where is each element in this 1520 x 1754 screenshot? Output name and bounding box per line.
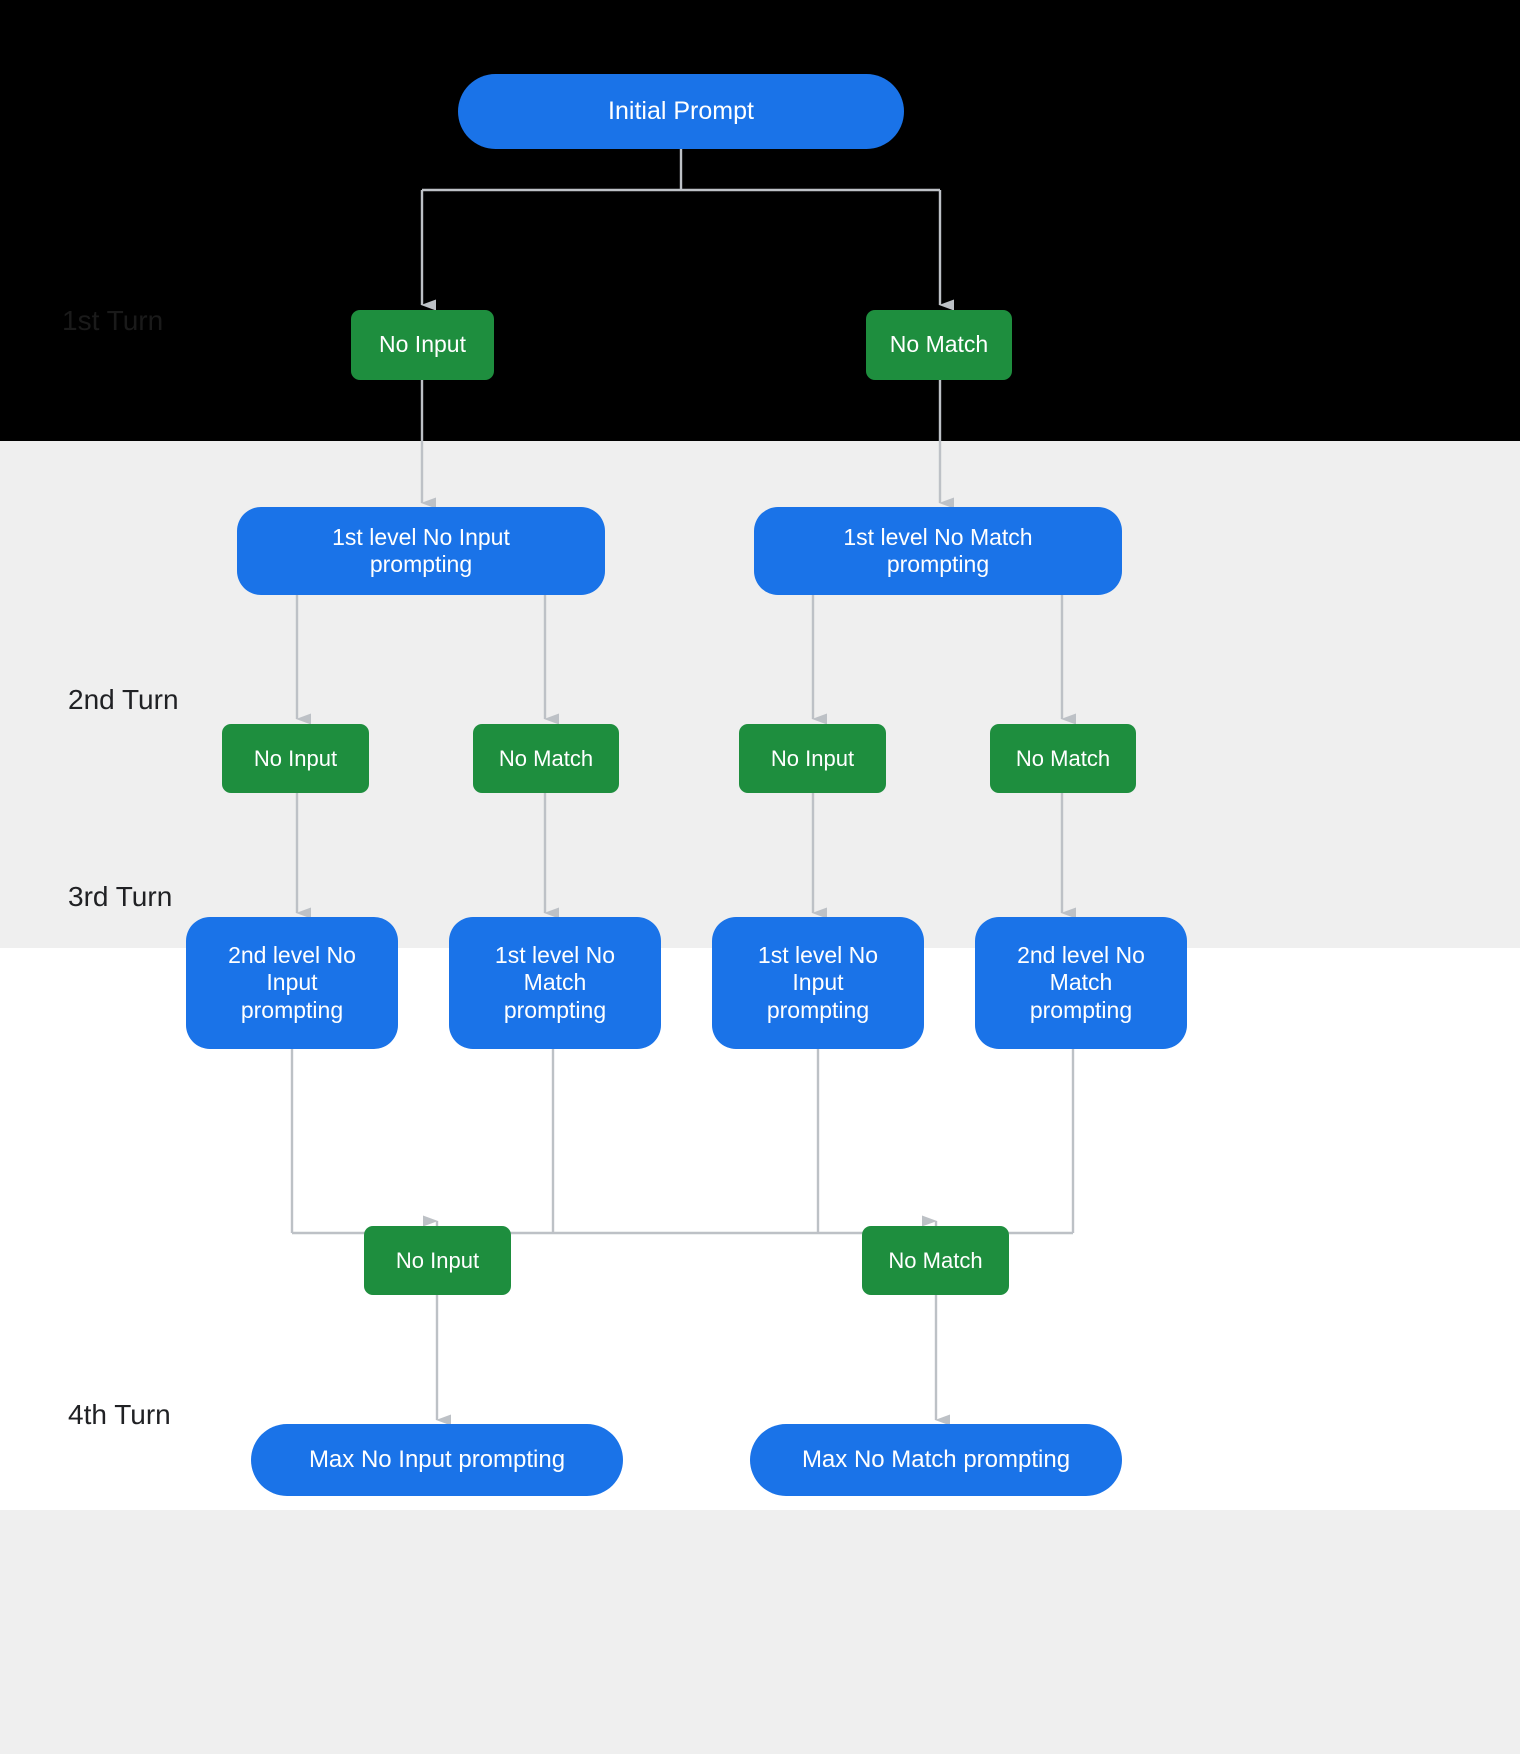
node-t2-prompt-no-match[interactable]: 1st level No Match prompting [754, 507, 1122, 595]
node-t2-prompt-no-input[interactable]: 1st level No Input prompting [237, 507, 605, 595]
turn-label-1st: 1st Turn [62, 305, 164, 336]
node-t2-no-input-a[interactable]: No Input [222, 724, 369, 793]
node-t3-1st-level-no-match[interactable]: 1st level No Match prompting [449, 917, 661, 1049]
node-t1-no-input[interactable]: No Input [351, 310, 494, 380]
node-t2-no-match-a[interactable]: No Match [473, 724, 619, 793]
node-t4-max-no-match[interactable]: Max No Match prompting [750, 1424, 1122, 1496]
band-4th-turn [0, 1510, 1520, 1754]
node-t3-1st-level-no-input[interactable]: 1st level No Input prompting [712, 917, 924, 1049]
turn-label-3rd: 3rd Turn [68, 881, 173, 912]
node-t3-2nd-level-no-input[interactable]: 2nd level No Input prompting [186, 917, 398, 1049]
node-t3-2nd-level-no-match[interactable]: 2nd level No Match prompting [975, 917, 1187, 1049]
node-t3-no-match[interactable]: No Match [862, 1226, 1009, 1295]
node-t3-no-input[interactable]: No Input [364, 1226, 511, 1295]
turn-label-2nd: 2nd Turn [68, 684, 179, 715]
turn-label-4th: 4th Turn [68, 1399, 171, 1430]
node-t1-no-match[interactable]: No Match [866, 310, 1012, 380]
node-t2-no-input-b[interactable]: No Input [739, 724, 886, 793]
band-1st-turn [0, 0, 1520, 441]
node-initial-prompt[interactable]: Initial Prompt [458, 74, 904, 149]
node-t4-max-no-input[interactable]: Max No Input prompting [251, 1424, 623, 1496]
node-t2-no-match-b[interactable]: No Match [990, 724, 1136, 793]
